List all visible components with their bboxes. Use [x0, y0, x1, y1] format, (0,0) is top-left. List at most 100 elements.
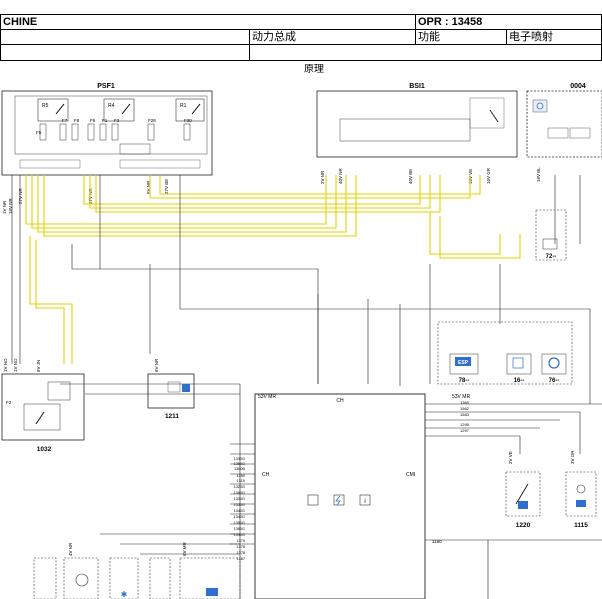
ecu-pin-r2: 1583 — [460, 412, 470, 417]
blank-cell-3 — [249, 44, 602, 61]
c16-label: 16-- — [514, 378, 525, 384]
ecu-pin-l5: 1320G — [234, 485, 245, 489]
ecu-ch-left: CH — [262, 472, 270, 478]
conn-bottom-b: 6V MR — [182, 541, 187, 556]
fuse-f30-label: F30 — [184, 118, 192, 123]
machine-cell: CHINE — [0, 14, 416, 30]
conn-bsi-a: 2V NR — [320, 170, 325, 184]
conn-psf1-c: 6V NR — [146, 180, 151, 194]
ecu-ch-top: CH — [336, 398, 344, 404]
wiring-diagram-svg: 原理 PSF1 R5 R4 R1 F5 F7 F8 F6 F1 F3 F28 F… — [1, 64, 602, 599]
conn-psf1-d: 27V BE — [164, 179, 169, 194]
c1220-box — [505, 471, 541, 517]
c1115-box — [565, 471, 597, 517]
conn-bsi-c: 40V BE — [408, 169, 413, 184]
ecu-cmi: CMI — [406, 472, 415, 478]
section-title: 原理 — [304, 64, 324, 75]
fuse-f2-label: F2 — [6, 400, 12, 405]
wire-bundle-yellow — [25, 175, 521, 364]
psf1-inner — [14, 95, 208, 155]
ecu-box — [254, 393, 426, 599]
bottom-injector-icon — [206, 588, 218, 596]
conn-1032-b: 1V NO — [13, 358, 18, 372]
conn-0004-a: 16V BL — [536, 167, 541, 182]
bottom-components — [33, 557, 241, 599]
conn-bsi-b: 40V NR — [338, 167, 343, 184]
esp-badge — [455, 357, 471, 366]
conn-1211-a: 6V NR — [154, 358, 159, 372]
ecu-pin-r1: 1562 — [460, 406, 470, 411]
function-label-cell: 功能 — [415, 29, 507, 45]
ecu-pin-l17: 1387 — [237, 557, 245, 561]
fuse-row: F5 F7 F8 F6 F1 F3 F28 F30 — [36, 118, 192, 141]
ecu-pin-l9: 1340G — [234, 509, 245, 513]
blank-cell-2 — [0, 44, 250, 61]
c76-box — [541, 353, 567, 375]
c1211-fuel-icon — [182, 384, 190, 392]
opr-cell: OPR : 13458 — [415, 14, 602, 30]
psf1-box — [1, 90, 213, 176]
ecu-icons: i — [307, 494, 371, 506]
conn-left-b: 16V NR — [8, 197, 13, 214]
relay-r1-label: R1 — [180, 103, 187, 109]
fuse-f1-label: F1 — [102, 118, 108, 123]
c1115-label: 1115 — [574, 522, 588, 529]
ecu-pin-l4: 1310 — [237, 479, 245, 483]
fuse-f28-label: F28 — [148, 118, 156, 123]
c78-box — [449, 353, 479, 375]
ecu-info-icon — [359, 494, 371, 506]
relay-r4: R4 — [103, 98, 135, 122]
bottom-wire-label: 1180 — [432, 539, 442, 544]
conn-1220-a: 2V VE — [508, 451, 513, 464]
ecu-pin-r3: 1295 — [460, 422, 470, 427]
wire-bundle-black — [11, 175, 602, 599]
svg-text:i: i — [364, 499, 365, 505]
esp-badge-label: ESP — [458, 360, 469, 366]
conn-bsi-e: 16V GR — [486, 167, 491, 184]
ecu-pin-l12: 1360G — [234, 527, 245, 531]
c0004-label: 0004 — [570, 83, 586, 90]
ecu-pin-r0: 1365 — [460, 400, 470, 405]
c1220-label: 1220 — [516, 522, 531, 529]
ecu-left-connector-label: 53V MR — [258, 394, 276, 400]
fuse-f6-label: F6 — [90, 118, 96, 123]
c1211-box — [147, 373, 195, 409]
conn-1115-a: 3V OR — [570, 450, 575, 464]
c76-gauge-icon — [548, 357, 560, 369]
fuse-f3-label: F3 — [114, 118, 120, 123]
ecu-pin-l6: 1380G — [234, 491, 245, 495]
c0004-gear-icon — [536, 102, 544, 110]
psf1-module — [119, 143, 151, 155]
fuse-f7-label: F7 — [62, 118, 68, 123]
ecu-pin-l2: 1360B — [234, 467, 245, 471]
c72-label: 72-- — [546, 254, 557, 260]
ecu-lightning-icon — [333, 494, 345, 506]
ecu-pin-l0: 1330G — [234, 457, 245, 461]
conn-1032-c: 6V JN — [36, 360, 41, 372]
c0004-box — [526, 90, 602, 158]
c16-icon — [512, 357, 524, 369]
ecu-pin-l7: 1330G — [234, 497, 245, 501]
c1032-label: 1032 — [37, 446, 52, 453]
ecu-pin-l11: 1350G — [234, 521, 245, 525]
blank-cell — [0, 29, 250, 45]
ecu-pin-l10: 1340G — [234, 515, 245, 519]
ecu-pin-l3: 1350 — [237, 474, 245, 478]
ecu-pin-l8: 1330G — [234, 503, 245, 507]
relay-r1: R1 — [175, 98, 205, 122]
bsi1-label: BSI1 — [409, 83, 425, 90]
c1220-icon — [518, 501, 528, 509]
c1115-sensor-icon — [576, 484, 586, 494]
c76-label: 76-- — [549, 378, 560, 384]
c1211-label: 1211 — [165, 413, 179, 420]
c72-box — [535, 209, 567, 261]
conn-bottom-a: 4V NR — [68, 542, 73, 556]
ecu-square-icon — [307, 494, 319, 506]
ecu-right-connector-label: 53V MR — [452, 394, 470, 400]
ecu-pin-l1: 1360G — [234, 462, 245, 466]
conn-left-a: 1V NR — [2, 200, 7, 214]
psf1-label: PSF1 — [97, 83, 115, 90]
fuse-f5-label: F5 — [36, 130, 42, 135]
ecu-pin-l13: 1330G — [234, 533, 245, 537]
function-value-cell: 电子喷射 — [506, 29, 602, 45]
